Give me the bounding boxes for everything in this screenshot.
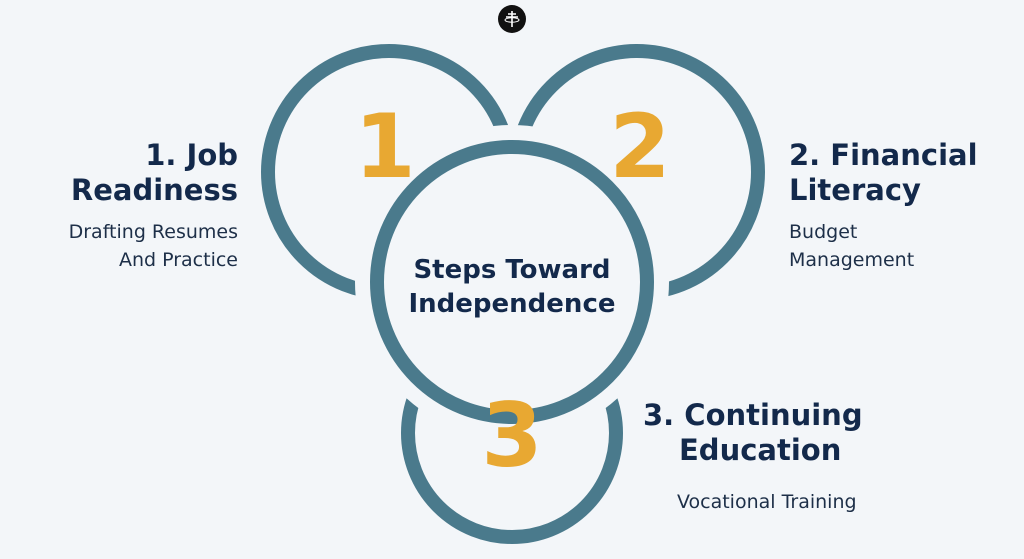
step-1-title-line-2: Readiness [70, 173, 238, 207]
step-3-desc-line-1: Vocational Training [677, 491, 857, 513]
step-3-label: 3. Continuing Education Vocational Train… [643, 398, 933, 516]
step-3-title-line-2: Education [679, 433, 842, 467]
number-1: 1 [354, 95, 415, 198]
step-2-desc-line-1: Budget [789, 221, 858, 243]
logo-badge-icon [498, 5, 526, 33]
center-title-line-2: Independence [409, 289, 616, 319]
number-3: 3 [481, 384, 542, 487]
step-3-title-line-1: 3. Continuing [643, 398, 863, 432]
step-1-label: 1. Job Readiness Drafting Resumes And Pr… [8, 138, 238, 274]
center-title-line-1: Steps Toward [413, 255, 610, 285]
step-1-title-line-1: 1. Job [145, 138, 238, 172]
circle-center [370, 140, 654, 424]
step-2-title-line-2: Literacy [789, 173, 921, 207]
number-2: 2 [609, 95, 670, 198]
step-1-desc-line-1: Drafting Resumes [68, 221, 238, 243]
step-2-title-line-1: 2. Financial [789, 138, 978, 172]
step-2-desc-line-2: Management [789, 249, 915, 271]
step-1-desc-line-2: And Practice [118, 249, 238, 271]
step-2-label: 2. Financial Literacy Budget Management [789, 138, 1019, 274]
